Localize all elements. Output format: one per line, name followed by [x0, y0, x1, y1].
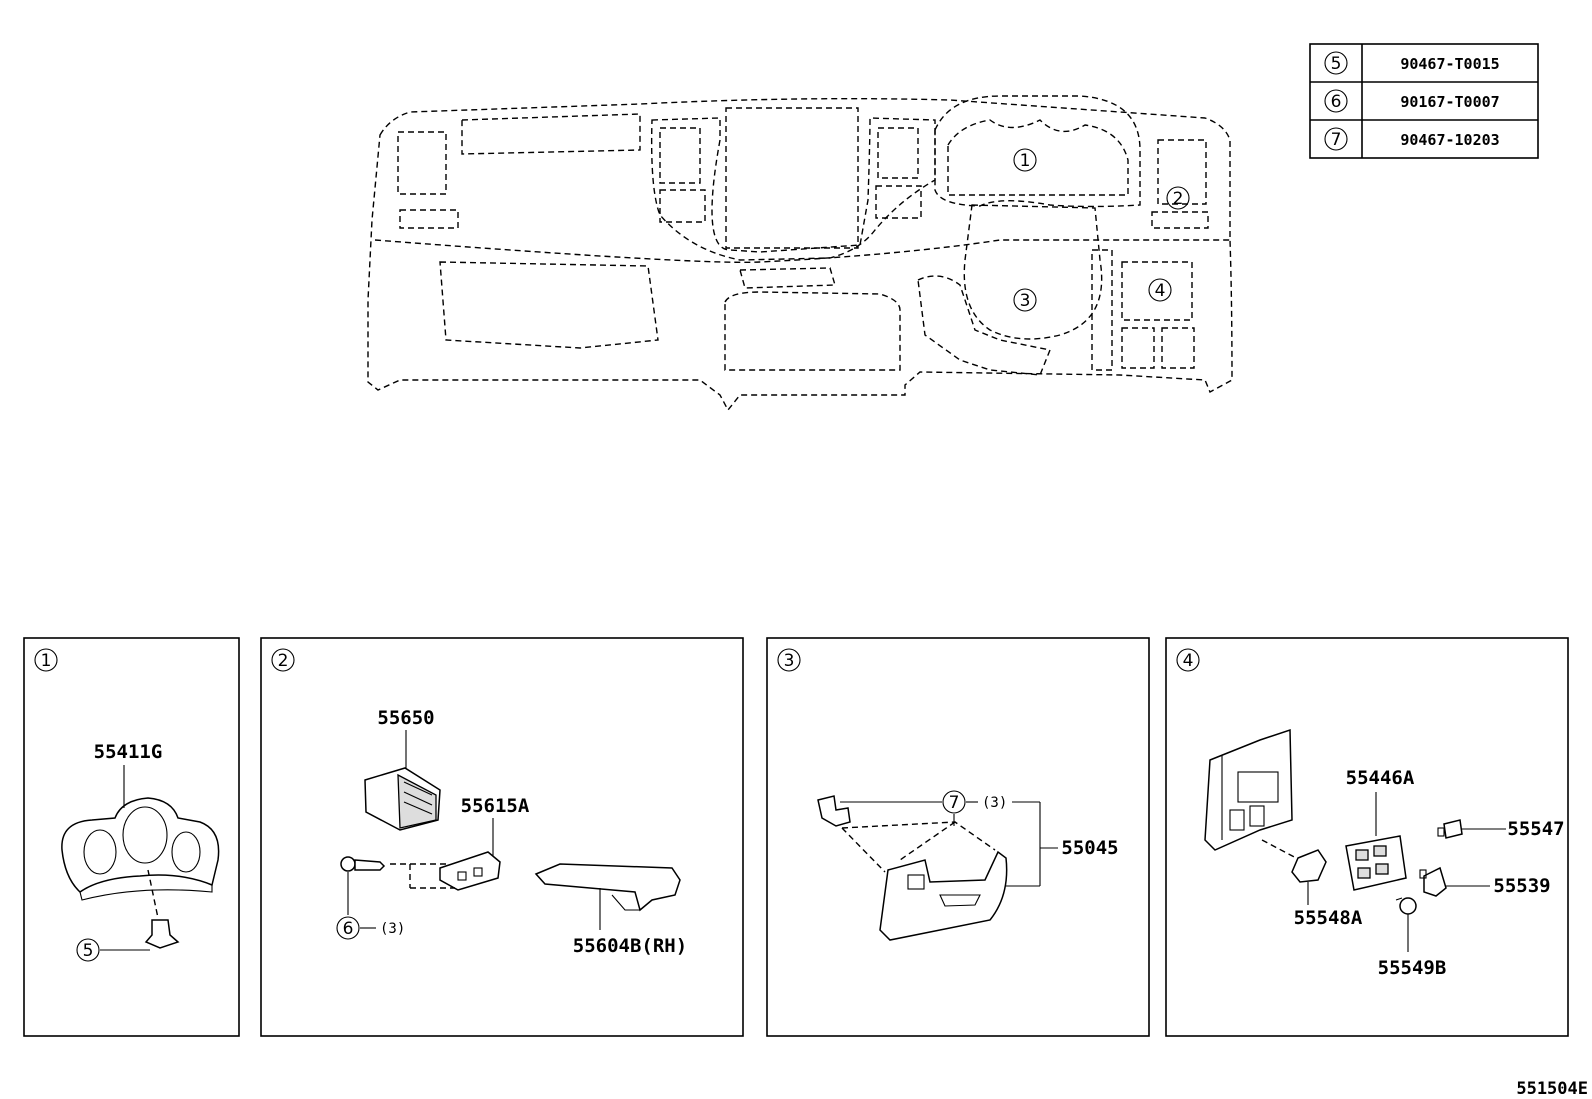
- legend-part-number: 90467-10203: [1400, 131, 1499, 149]
- panel-number: 3: [784, 651, 795, 671]
- legend-row: 7 90467-10203: [1324, 127, 1500, 151]
- legend-part-number: 90167-T0007: [1400, 93, 1499, 111]
- legend-table: 5 90467-T0015 6 90167-T0007 7 90467-1020…: [1309, 43, 1539, 159]
- fastener-ref: 5: [83, 941, 94, 961]
- svg-text:1: 1: [1020, 151, 1031, 171]
- meter-hood-part: [61, 797, 220, 901]
- panel-3: 3 7 (3) 55045: [766, 637, 1150, 1037]
- panel-1: 1 55411G 5: [23, 637, 240, 1037]
- legend-ref: 5: [1331, 54, 1342, 74]
- legend-row: 5 90467-T0015: [1324, 51, 1500, 75]
- part-label: 55650: [377, 707, 434, 729]
- part-label: 55604B(RH): [573, 935, 687, 957]
- dashboard-overview-drawing: 1 2 3 4: [367, 95, 1233, 412]
- air-vent-part: [364, 767, 441, 831]
- knob-part: [1419, 866, 1447, 897]
- legend-ref: 7: [1331, 130, 1342, 150]
- part-label: 55547: [1507, 818, 1564, 840]
- plug-part: [1395, 897, 1417, 915]
- overview-callout: 3: [1013, 288, 1037, 312]
- legend-row: 6 90167-T0007: [1324, 89, 1500, 113]
- svg-text:3: 3: [1020, 291, 1031, 311]
- svg-text:4: 4: [1155, 281, 1166, 301]
- part-label: 55045: [1061, 837, 1118, 859]
- panel-number: 1: [41, 651, 52, 671]
- svg-text:2: 2: [1173, 189, 1184, 209]
- part-label: 55411G: [94, 741, 163, 763]
- small-switch-part: [1437, 819, 1463, 839]
- quantity-label: (3): [380, 921, 405, 937]
- fastener-ref: 7: [949, 793, 960, 813]
- part-label: 55549B: [1378, 957, 1447, 979]
- part-label: 55615A: [461, 795, 530, 817]
- panel-2: 2 55650 55615A 6 (3): [260, 637, 744, 1037]
- switch-base-part: [1291, 849, 1327, 883]
- side-panel-part: [534, 863, 681, 912]
- part-label: 55446A: [1346, 767, 1415, 789]
- fastener-ref: 6: [343, 919, 354, 939]
- clip-part: [817, 795, 851, 827]
- legend-part-number: 90467-T0015: [1400, 55, 1499, 73]
- lower-cover-part: [879, 850, 1008, 941]
- panel-number: 4: [1183, 651, 1194, 671]
- panel-number: 2: [278, 651, 289, 671]
- part-label: 55548A: [1294, 907, 1363, 929]
- panel-4: 4 55548A 55446A: [1165, 637, 1569, 1037]
- screw-part: [340, 856, 386, 872]
- overview-callout: 2: [1166, 186, 1190, 210]
- dash-section-part: [1204, 728, 1293, 851]
- legend-ref: 6: [1331, 92, 1342, 112]
- part-label: 55539: [1493, 875, 1550, 897]
- switch-panel-part: [1345, 835, 1407, 891]
- quantity-label: (3): [982, 795, 1007, 811]
- overview-callout: 1: [1013, 148, 1037, 172]
- diagram-code: 551504E: [1516, 1079, 1588, 1099]
- overview-callout: 4: [1148, 278, 1172, 302]
- bracket-part: [439, 851, 501, 891]
